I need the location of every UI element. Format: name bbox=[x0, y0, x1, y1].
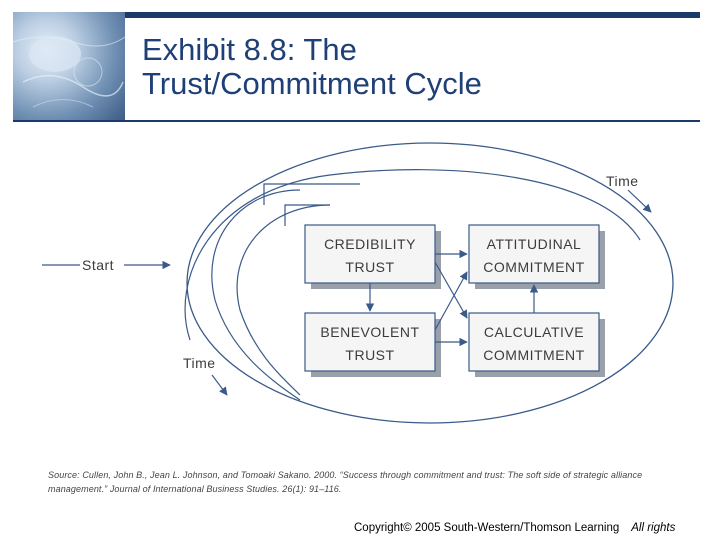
box-attitudinal-commitment bbox=[468, 224, 600, 284]
benevolent-line1: BENEVOLENT bbox=[320, 324, 419, 340]
header-globe-image bbox=[13, 12, 125, 120]
box-benevolent-trust bbox=[304, 312, 436, 372]
connector-top-2 bbox=[284, 204, 330, 226]
header-top-rule bbox=[125, 12, 700, 18]
attitudinal-line1: ATTITUDINAL bbox=[487, 236, 582, 252]
arrow-credibility-to-calculative bbox=[434, 261, 468, 319]
time-top-label: Time bbox=[606, 173, 639, 189]
rights-text: All rights bbox=[631, 522, 676, 534]
copyright-text: Copyright© 2005 South-Western/Thomson Le… bbox=[354, 522, 620, 534]
attitudinal-line2: COMMITMENT bbox=[483, 259, 584, 275]
credibility-line1: CREDIBILITY bbox=[324, 236, 416, 252]
time-top-arrow bbox=[627, 189, 652, 213]
cycle-loop-3 bbox=[184, 169, 641, 341]
connector-top-1 bbox=[263, 183, 360, 205]
credibility-line2: TRUST bbox=[345, 259, 394, 275]
slide-title: Exhibit 8.8: The Trust/Commitment Cycle bbox=[142, 32, 482, 101]
copyright-footer: Copyright© 2005 South-Western/Thomson Le… bbox=[354, 522, 675, 534]
calculative-line1: CALCULATIVE bbox=[484, 324, 584, 340]
arrow-benevolent-to-attitudinal bbox=[434, 271, 468, 331]
box-credibility-trust bbox=[304, 224, 436, 284]
box-calculative-commitment bbox=[468, 312, 600, 372]
cycle-loop-outer bbox=[186, 142, 674, 424]
cycle-loop-1 bbox=[211, 189, 301, 401]
source-citation: Source: Cullen, John B., Jean L. Johnson… bbox=[48, 470, 643, 494]
benevolent-line2: TRUST bbox=[345, 347, 394, 363]
calculative-line2: COMMITMENT bbox=[483, 347, 584, 363]
header-bottom-rule bbox=[13, 120, 700, 122]
time-bottom-label: Time bbox=[183, 355, 216, 371]
start-label: Start bbox=[82, 257, 114, 273]
time-bottom-arrow bbox=[211, 374, 228, 396]
